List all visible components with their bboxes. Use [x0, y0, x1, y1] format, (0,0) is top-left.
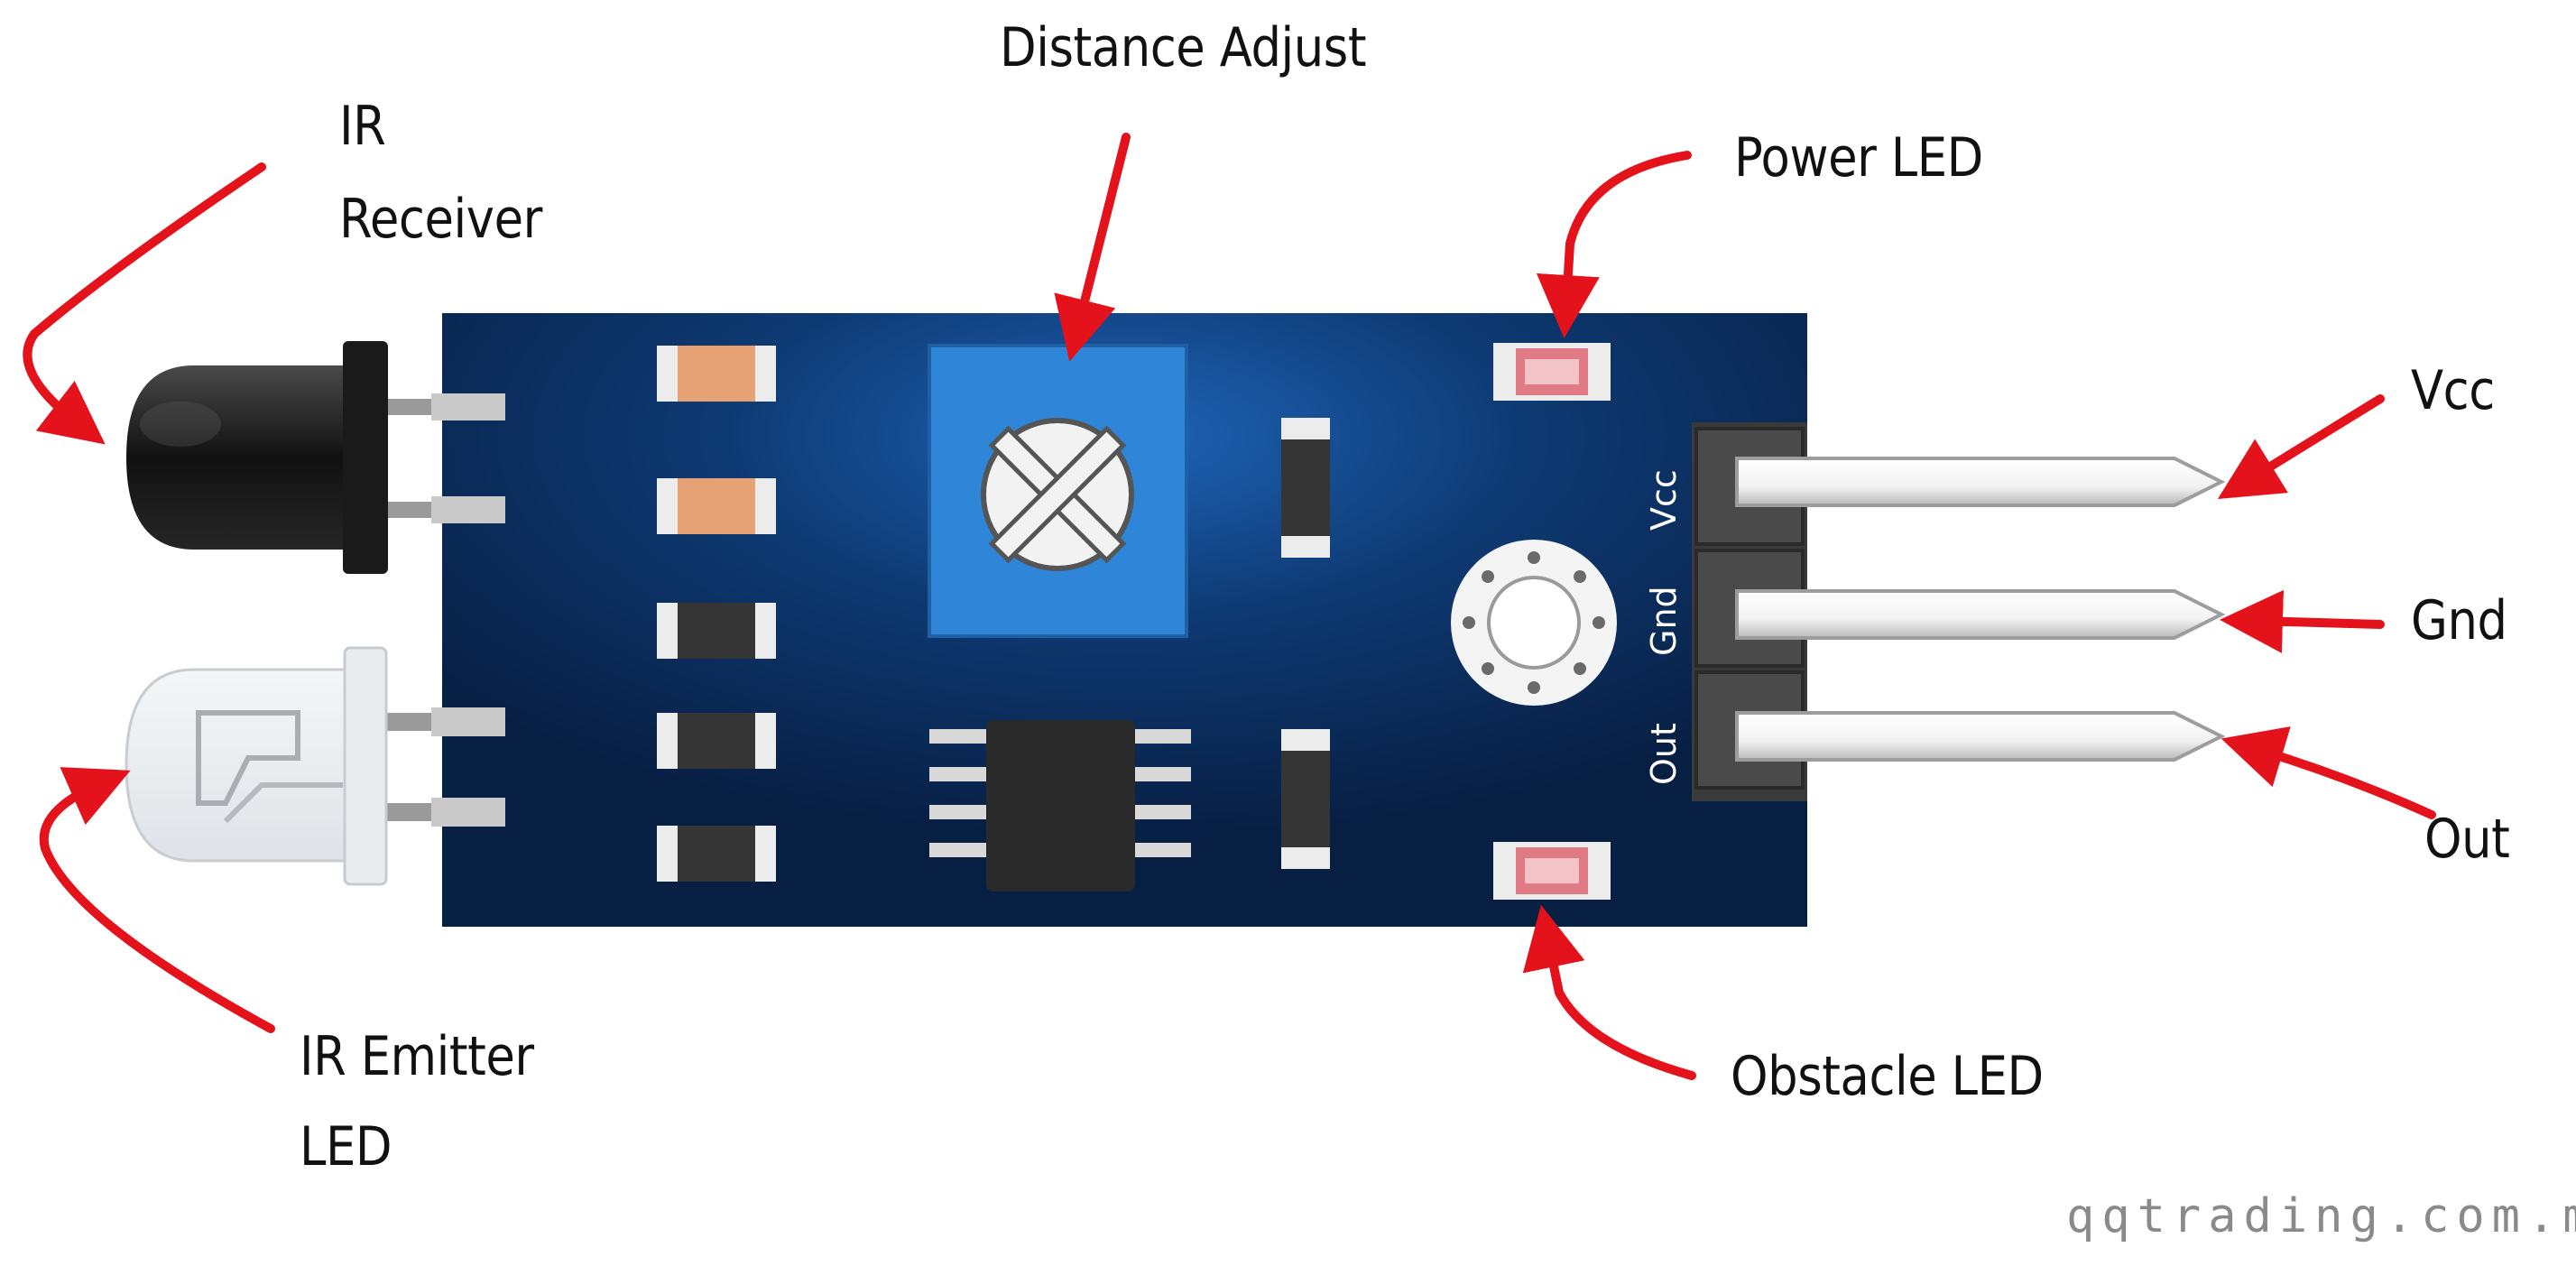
arrow-gnd — [2220, 589, 2385, 653]
label-obstacle-led: Obstacle LED — [1731, 1045, 2044, 1108]
arrow-obstacle-led — [1522, 904, 1696, 1080]
pin-label-out: Out — [1644, 723, 1684, 785]
ir-receiver — [126, 341, 505, 574]
label-gnd: Gnd — [2411, 589, 2507, 652]
ic-chip — [929, 720, 1191, 892]
watermark: qqtrading.com.my — [2066, 1189, 2576, 1243]
label-vcc: Vcc — [2411, 359, 2495, 422]
pin-label-vcc: Vcc — [1644, 469, 1684, 531]
smd-resistors — [657, 346, 776, 882]
label-ir-emitter-line1: IR Emitter — [300, 1025, 534, 1088]
label-ir-receiver-line2: Receiver — [339, 188, 542, 251]
mounting-hole — [1451, 540, 1617, 706]
annotation-arrows — [23, 133, 2436, 1080]
obstacle-led — [1493, 842, 1611, 900]
potentiometer — [928, 344, 1188, 638]
arrow-out — [2221, 726, 2436, 819]
label-distance-adjust: Distance Adjust — [1000, 16, 1367, 79]
label-ir-emitter-line2: LED — [300, 1115, 392, 1178]
power-led — [1493, 343, 1611, 401]
arrow-ir-emitter — [39, 767, 275, 1033]
label-ir-receiver-line1: IR — [339, 95, 386, 158]
arrow-ir-receiver — [23, 162, 266, 445]
arrow-distance-adjust — [1054, 133, 1131, 362]
smd-capacitors — [1281, 418, 1330, 869]
header-pins — [1735, 457, 2226, 762]
arrow-power-led — [1536, 151, 1692, 338]
label-out: Out — [2424, 808, 2510, 871]
pin-label-gnd: Gnd — [1644, 586, 1684, 656]
label-power-led: Power LED — [1734, 126, 1983, 189]
arrow-vcc — [2217, 394, 2385, 499]
ir-emitter — [125, 646, 505, 886]
